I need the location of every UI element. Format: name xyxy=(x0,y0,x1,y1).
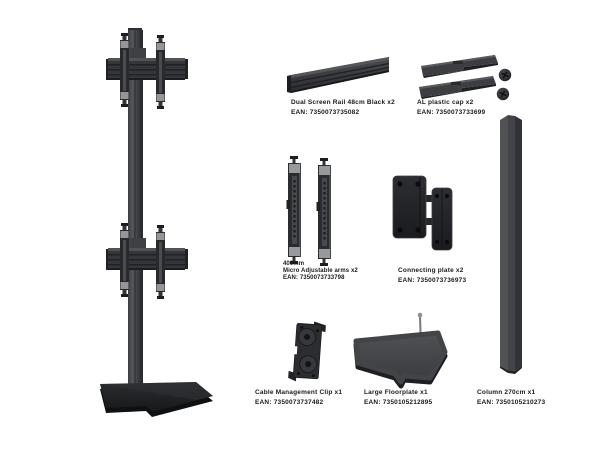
part-ean: EAN: 7350105212895 xyxy=(364,399,433,406)
column-270-image xyxy=(500,115,522,374)
part-name: Column 270cm x1 xyxy=(477,389,536,396)
part-name: Micro Adjustable arms x2 xyxy=(283,268,358,274)
part-ean: EAN: 7350073737482 xyxy=(255,399,324,406)
part-ean: EAN: 7350073733798 xyxy=(283,275,345,281)
plate-front-shape xyxy=(392,175,427,239)
arm-left-shape xyxy=(285,155,302,265)
part-name: AL plastic cap x2 xyxy=(417,99,474,106)
part-name: Connecting plate x2 xyxy=(398,267,464,274)
part-ean: EAN: 7350105210273 xyxy=(477,399,546,406)
part-label-al-cap: AL plastic cap x2 EAN: 7350073733699 xyxy=(417,98,485,118)
part-label-cable-clip: Cable Management Clip x1 EAN: 7350073737… xyxy=(255,388,342,408)
knob-screw-top-shape xyxy=(497,68,513,82)
assembled-floor-stand-image xyxy=(100,28,213,417)
cable-management-clip-image xyxy=(288,321,326,382)
cap-top-shape xyxy=(421,55,498,78)
part-label-arms: 400mm Micro Adjustable arms x2 EAN: 7350… xyxy=(283,261,358,282)
stand-base-shape xyxy=(100,382,213,417)
plate-back-shape xyxy=(431,187,453,251)
arm-right-shape xyxy=(315,157,332,267)
plate-bar-bottom-shape xyxy=(419,218,437,225)
part-label-connecting-plate: Connecting plate x2 EAN: 7350073736973 xyxy=(398,266,466,286)
lower-mount-assembly xyxy=(106,223,188,299)
upper-mount-assembly xyxy=(106,33,188,109)
large-floorplate-image xyxy=(353,312,448,389)
part-label-column: Column 270cm x1 EAN: 7350105210273 xyxy=(477,388,545,408)
column-extrusion-shape xyxy=(500,115,522,374)
floorplate-plate-shape xyxy=(353,330,448,389)
dual-screen-rail-image xyxy=(287,57,390,93)
part-ean: EAN: 7350073733699 xyxy=(417,109,486,116)
part-name: Large Floorplate x1 xyxy=(364,389,428,396)
part-label-floorplate: Large Floorplate x1 EAN: 7350105212895 xyxy=(364,388,432,408)
part-label-dual-rail: Dual Screen Rail 48cm Black x2 EAN: 7350… xyxy=(291,98,395,118)
plate-bar-top-shape xyxy=(419,195,437,202)
part-name: Cable Management Clip x1 xyxy=(255,389,343,396)
connecting-plate-image xyxy=(392,175,453,251)
part-name: Dual Screen Rail 48cm Black x2 xyxy=(291,99,395,106)
part-ean: EAN: 7350073735082 xyxy=(291,109,360,116)
part-ean: EAN: 7350073736973 xyxy=(398,277,467,284)
knob-screw-bottom-shape xyxy=(495,87,511,101)
part-size: 400mm xyxy=(283,261,305,267)
cap-bottom-shape xyxy=(419,76,496,99)
clip-shape xyxy=(288,321,326,382)
micro-adjustable-arms-image xyxy=(285,155,332,267)
stand-column-cap-shape xyxy=(128,28,142,31)
